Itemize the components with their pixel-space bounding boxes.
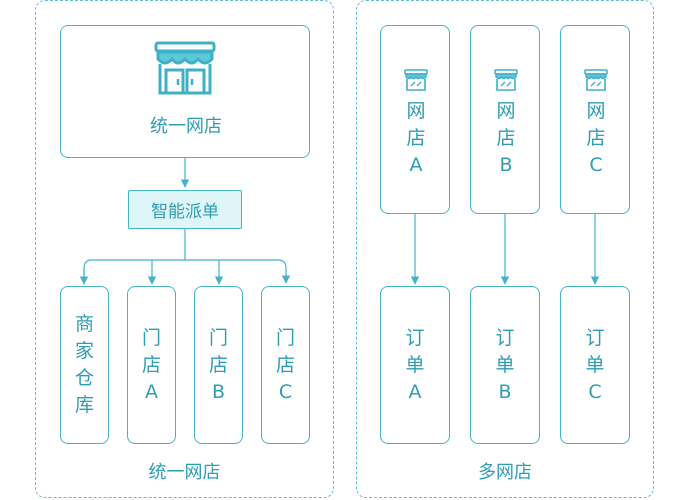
store-a-box: 门 店 A [127, 286, 176, 444]
store-icon [404, 69, 428, 95]
column-char: 门 [275, 326, 295, 349]
order-char: 订 [405, 326, 425, 349]
order-char: A [408, 380, 422, 403]
column-char: 门 [208, 326, 228, 349]
unified-store-panel [35, 0, 334, 498]
column-char: B [211, 380, 226, 403]
column-char: 家 [74, 340, 94, 362]
store-char: 店 [586, 127, 606, 149]
store-char: C [589, 154, 603, 176]
store-b-box: 门 店 B [194, 286, 243, 444]
smart-dispatch-box: 智能派单 [128, 190, 242, 229]
order-char: 单 [585, 353, 605, 376]
order-char: 单 [495, 353, 515, 376]
order-b-box: 订 单 B [470, 286, 540, 444]
store-c-box: 门 店 C [261, 286, 310, 444]
store-icon [494, 69, 518, 95]
column-char: A [145, 380, 158, 403]
multi-store-panel [356, 0, 654, 498]
merchant-warehouse-box: 商 家 仓 库 [60, 286, 109, 444]
store-char: 网 [496, 100, 516, 122]
store-char: 网 [406, 100, 426, 122]
column-char: 门 [141, 326, 161, 349]
online-store-c-box: 网 店 C [560, 25, 630, 214]
online-store-b-box: 网 店 B [470, 25, 540, 214]
column-char: 仓 [74, 367, 94, 389]
column-char: C [278, 380, 293, 403]
order-char: C [588, 380, 602, 403]
order-char: 订 [585, 326, 605, 349]
store-icon [154, 40, 216, 100]
unified-store-title: 统一网店 [150, 116, 222, 137]
store-char: 店 [406, 127, 426, 149]
column-char: 店 [275, 353, 295, 376]
right-panel-caption: 多网店 [478, 462, 532, 483]
store-char: B [499, 154, 513, 176]
order-char: 订 [495, 326, 515, 349]
store-char: 店 [496, 127, 516, 149]
unified-store-box: 统一网店 [60, 25, 310, 158]
column-char: 商 [74, 313, 94, 335]
store-icon [584, 69, 608, 95]
order-char: 单 [405, 353, 425, 376]
column-char: 店 [141, 353, 161, 376]
order-char: B [498, 380, 512, 403]
branch-bar [83, 259, 291, 284]
store-char: A [409, 154, 423, 176]
online-store-a-box: 网 店 A [380, 25, 450, 214]
order-c-box: 订 单 C [560, 286, 630, 444]
column-char: 库 [74, 394, 94, 416]
column-char: 店 [208, 353, 228, 376]
smart-dispatch-label: 智能派单 [151, 202, 219, 222]
order-a-box: 订 单 A [380, 286, 450, 444]
left-panel-caption: 统一网店 [148, 462, 221, 483]
store-char: 网 [586, 100, 606, 122]
